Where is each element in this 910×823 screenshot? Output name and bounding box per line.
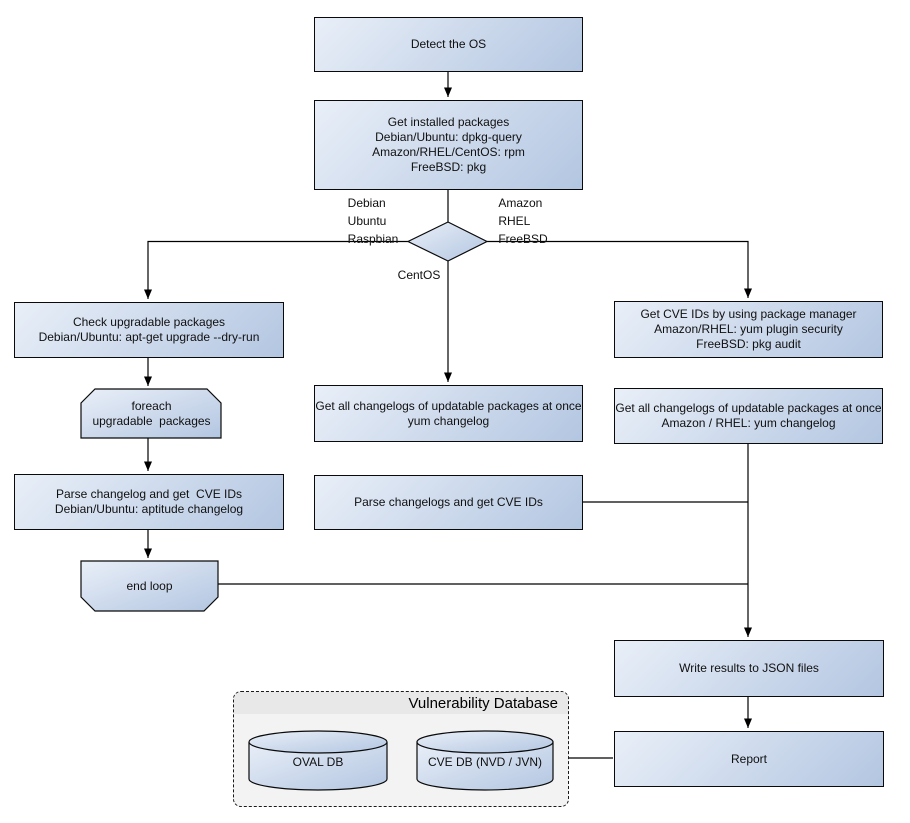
node-parse-changelog-debian: Parse changelog and get CVE IDs Debian/U… — [14, 474, 284, 530]
node-get-installed-packages-label: Get installed packages Debian/Ubuntu: dp… — [372, 115, 525, 174]
node-get-installed-packages: Get installed packages Debian/Ubuntu: dp… — [314, 100, 583, 190]
edge-label-centos-branch: CentOS — [398, 266, 441, 284]
node-detect-os: Detect the OS — [314, 17, 583, 72]
node-write-results-json: Write results to JSON files — [614, 640, 884, 697]
edge-decision-to-check-upgradable — [144, 240, 408, 299]
edge-label-amazon-branch-text: Amazon RHEL FreeBSD — [498, 196, 548, 246]
node-report-label: Report — [730, 751, 768, 766]
edge-label-debian-branch-text: Debian Ubuntu Raspbian — [347, 196, 399, 246]
vulnerability-database-title: Vulnerability Database — [408, 695, 558, 712]
edge-label-centos-branch-text: CentOS — [397, 268, 441, 282]
foreach-loop-shape — [80, 388, 222, 439]
node-get-changelogs-amazon-rhel-label: Get all changelogs of updatable packages… — [615, 401, 882, 430]
cve-db-cylinder — [416, 730, 554, 791]
node-parse-changelogs-centos-label: Parse changelogs and get CVE IDs — [354, 495, 543, 509]
node-parse-changelog-debian-label: Parse changelog and get CVE IDs Debian/U… — [54, 487, 244, 516]
edge-decision-to-get-cve-ids — [487, 240, 752, 298]
node-report: Report — [614, 731, 884, 787]
vulnerability-database-title-band: Vulnerability Database — [234, 692, 568, 714]
oval-db-cylinder — [248, 730, 388, 791]
edge-label-debian-branch: Debian Ubuntu Raspbian — [348, 194, 399, 248]
node-get-changelogs-amazon-rhel: Get all changelogs of updatable packages… — [614, 388, 883, 444]
os-decision-diamond — [406, 221, 489, 262]
node-write-results-json-label: Write results to JSON files — [679, 661, 819, 675]
node-get-changelogs-centos: Get all changelogs of updatable packages… — [314, 385, 583, 442]
node-check-upgradable-packages-label: Check upgradable packages Debian/Ubuntu:… — [38, 315, 260, 344]
node-get-changelogs-centos-label: Get all changelogs of updatable packages… — [315, 398, 582, 428]
node-parse-changelogs-centos: Parse changelogs and get CVE IDs — [314, 475, 583, 530]
node-get-cve-ids-pkg-manager-label: Get CVE IDs by using package manager Ama… — [640, 307, 857, 351]
node-detect-os-label: Detect the OS — [410, 37, 487, 51]
node-check-upgradable-packages: Check upgradable packages Debian/Ubuntu:… — [14, 302, 284, 358]
node-get-cve-ids-pkg-manager: Get CVE IDs by using package manager Ama… — [614, 301, 883, 358]
end-loop-shape — [80, 560, 219, 612]
edge-label-amazon-branch: Amazon RHEL FreeBSD — [498, 194, 547, 248]
